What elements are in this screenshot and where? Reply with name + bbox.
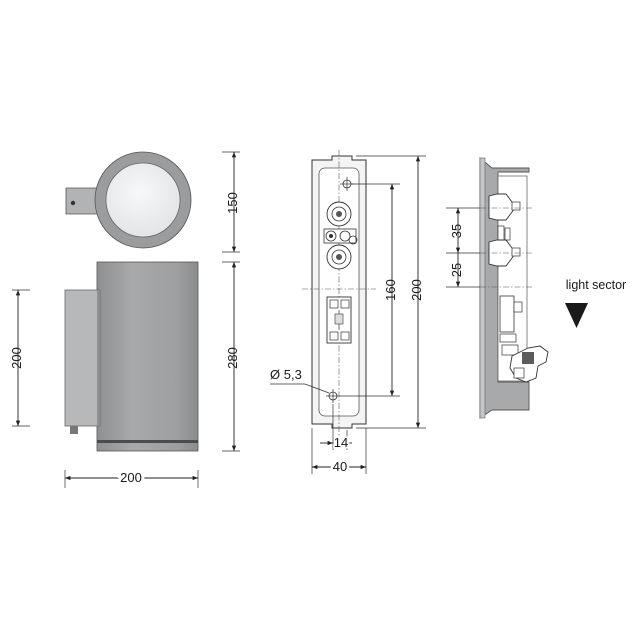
dim-label-14: 14 <box>334 435 348 450</box>
side-lamp-socket <box>509 345 549 383</box>
cable-entry-top <box>326 201 352 227</box>
side-cable-gland-top <box>488 193 521 221</box>
cable-entry-bottom <box>326 244 352 270</box>
dim-label-200-bottom: 200 <box>120 470 142 485</box>
dimension-side-gap: 25 <box>446 253 480 288</box>
terminal-block <box>326 296 352 344</box>
wall-plate-foot <box>70 426 78 434</box>
lamp-lens <box>105 162 181 238</box>
side-connector-tab-2 <box>504 227 511 241</box>
side-connector-tab <box>497 225 505 241</box>
dimension-screw-spacing-horizontal: 14 <box>320 404 352 452</box>
light-sector-label: light sector <box>566 278 626 292</box>
dimension-plate-width: 40 <box>311 428 367 477</box>
dimension-side-top-gap: 35 <box>446 207 480 254</box>
front-view: 150 280 200 200 <box>9 151 240 488</box>
side-cable-gland-bottom <box>488 239 521 267</box>
dimension-front-height: 200 <box>9 289 30 427</box>
lamp-body-cylinder <box>96 261 199 452</box>
dimension-plate-height: 200 <box>356 155 426 429</box>
dim-label-150: 150 <box>225 192 240 214</box>
dim-label-280: 280 <box>225 347 240 369</box>
screw-hole-bottom <box>326 389 340 403</box>
dimension-body-height: 280 <box>222 261 240 452</box>
dim-label-200-plate: 200 <box>409 279 424 301</box>
terminal-connector-cluster <box>323 228 358 245</box>
side-housing-profile <box>479 157 530 419</box>
dim-label-35: 35 <box>449 224 464 238</box>
screw-hole-top <box>340 177 354 191</box>
lamp-body-base-ring <box>97 440 198 443</box>
light-sector-legend: light sector <box>565 278 626 328</box>
mounting-plate-view: Ø 5,3 160 200 14 40 <box>270 150 426 477</box>
side-back-wall <box>479 157 486 419</box>
bracket-screw-icon <box>70 200 76 206</box>
wall-plate-edge <box>97 290 100 426</box>
wall-plate <box>64 289 101 427</box>
dim-label-hole-diameter: Ø 5,3 <box>270 367 302 382</box>
side-section-view: 35 25 <box>446 157 549 419</box>
dimension-head-height: 150 <box>222 151 240 253</box>
triangle-down-icon <box>565 303 588 328</box>
dim-label-160: 160 <box>383 279 398 301</box>
dimension-front-width: 200 <box>64 467 199 488</box>
dim-label-25: 25 <box>449 263 464 277</box>
hole-diameter-callout: Ø 5,3 <box>270 367 330 394</box>
dim-label-200-left: 200 <box>9 347 24 369</box>
dim-label-40: 40 <box>333 459 347 474</box>
dimension-screw-spacing-vertical: 160 <box>340 183 400 397</box>
side-terminal-block <box>499 295 523 356</box>
